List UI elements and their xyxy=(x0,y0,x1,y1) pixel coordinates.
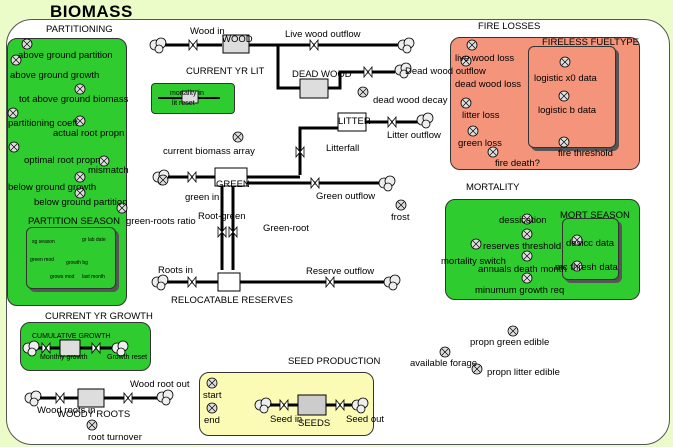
flow-wood-root-out: Wood root out xyxy=(130,379,190,390)
conv-end: end xyxy=(204,415,220,426)
reserves-stock xyxy=(217,272,241,292)
flow-root-green: Root-green xyxy=(198,211,246,222)
part-var: mismatch xyxy=(88,165,129,176)
stock-seeds: SEEDS xyxy=(298,418,331,429)
flow-dead-wood-outflow: Dead wood outflow xyxy=(405,66,486,77)
dead-wood-stock xyxy=(299,78,329,99)
mort-var: annuals death month xyxy=(478,264,567,275)
conv-propn-green-edible: propn green edible xyxy=(470,337,550,348)
stock-green: GREEN xyxy=(216,179,250,190)
part-var: above ground partition xyxy=(18,50,113,61)
partition-season-label: PARTITION SEASON xyxy=(28,216,121,227)
seed-production-label: SEED PRODUCTION xyxy=(288,356,381,367)
fire-var: logistic x0 data xyxy=(534,73,597,84)
fire-var: live wood loss xyxy=(455,53,515,64)
flow-live-wood-outflow: Live wood outflow xyxy=(285,29,361,40)
mort-var: dessication xyxy=(499,215,547,226)
flow-seed-out: Seed out xyxy=(346,414,385,425)
conv-propn-litter-edible: propn litter edible xyxy=(487,367,560,378)
season-item: growth bg xyxy=(66,260,88,266)
page-title: BIOMASS xyxy=(50,2,133,21)
season-item: gr lab date xyxy=(82,237,106,243)
source-cloud-roots xyxy=(24,390,42,407)
conv-mortality-in: mortality in xyxy=(170,90,204,97)
conv-current-biomass-array: current biomass array xyxy=(163,146,255,157)
part-var: partitioning coeff xyxy=(8,118,78,129)
part-var: below ground growth xyxy=(8,182,97,193)
mortality-label: MORTALITY xyxy=(466,182,520,193)
conv-lit-reset: lit reset xyxy=(172,100,195,107)
flow-wood-roots-in: Wood roots in xyxy=(37,405,96,416)
fire-var: green loss xyxy=(458,138,502,149)
mort-var: minumum growth req xyxy=(475,285,565,296)
conv-start: start xyxy=(203,390,222,401)
conv-dead-wood-decay: dead wood decay xyxy=(373,95,448,106)
mort-season-label: MORT SEASON xyxy=(560,210,630,221)
fire-var: fire threshold xyxy=(558,148,613,159)
fire-var: fire death? xyxy=(495,158,540,169)
sink-cloud-reserves xyxy=(383,274,401,291)
part-var: above ground growth xyxy=(10,70,100,81)
sink-cloud-green xyxy=(378,175,396,192)
flow-wood-in: Wood in xyxy=(190,26,225,37)
part-var: tot above ground biomass xyxy=(19,94,129,105)
stock-wood: WOOD xyxy=(222,34,253,45)
stock-cumulative-growth: CUMULATIVE GROWTH xyxy=(32,333,111,340)
conv-available-forage: available forage xyxy=(410,358,478,369)
fire-var: logistic b data xyxy=(538,105,597,116)
source-cloud-seeds xyxy=(254,397,272,414)
flow-roots-in: Roots in xyxy=(158,265,193,276)
conv-frost: frost xyxy=(391,212,410,223)
season-item: grows mod xyxy=(50,274,75,280)
sink-cloud-live-wood xyxy=(397,37,415,54)
flow-growth-reset: Growth reset xyxy=(107,354,148,361)
fire-losses-label: FIRE LOSSES xyxy=(478,21,541,32)
sink-cloud-roots xyxy=(156,389,174,406)
mort-var: reserves threshold xyxy=(483,241,562,252)
fire-var: litter loss xyxy=(462,110,500,121)
flow-litter-outflow: Litter outflow xyxy=(387,130,441,141)
part-var: optimal root propn xyxy=(24,155,101,166)
season-item: last month xyxy=(82,274,106,280)
season-item: green mod xyxy=(30,257,54,263)
flow-green-outflow: Green outflow xyxy=(316,191,376,202)
fireless-fueltype-label: FIRELESS FUELTYPE xyxy=(542,37,639,48)
part-var: below ground partition xyxy=(34,197,128,208)
mort-var: desicc data xyxy=(566,238,615,249)
partition-season-sector[interactable] xyxy=(26,227,116,289)
flow-litterfall: Litterfall xyxy=(326,143,360,154)
current-yr-growth-label: CURRENT YR GROWTH xyxy=(45,311,153,322)
flow-green-root: Green-root xyxy=(263,223,309,234)
mort-var: mortality switch xyxy=(441,256,506,267)
stock-litter: LITTER xyxy=(338,116,371,127)
stock-dead-wood: DEAD WOOD xyxy=(292,69,352,80)
sink-cloud-litter xyxy=(416,112,434,129)
sink-cloud-seeds xyxy=(351,397,369,414)
seeds-stock xyxy=(297,394,327,416)
part-var: actual root propn xyxy=(53,128,125,139)
partitioning-label: PARTITIONING xyxy=(46,24,113,35)
conv-root-turnover: root turnover xyxy=(88,432,142,443)
mortality-sector[interactable] xyxy=(445,199,640,300)
season-item: sg season xyxy=(32,239,55,245)
mort-var: mc thresh data xyxy=(555,262,618,273)
fire-var: dead wood loss xyxy=(455,79,522,90)
flow-reserve-outflow: Reserve outflow xyxy=(306,266,375,277)
current-yr-lit-label: CURRENT YR LIT xyxy=(186,66,265,77)
source-cloud-reserves xyxy=(151,274,169,291)
stock-reserves: RELOCATABLE RESERVES xyxy=(171,295,293,306)
stock-woody-roots: WOODY ROOTS xyxy=(57,409,131,420)
source-cloud-wood xyxy=(149,37,167,54)
flow-green-in: green in xyxy=(185,192,220,203)
conv-green-roots-ratio: green-roots ratio xyxy=(126,216,196,227)
mort-season-sector[interactable] xyxy=(562,218,619,280)
fireless-fueltype-sector[interactable] xyxy=(528,46,616,148)
flow-monthly-growth: Monthly growth xyxy=(40,354,88,361)
flow-seed-in: Seed in xyxy=(270,414,303,425)
